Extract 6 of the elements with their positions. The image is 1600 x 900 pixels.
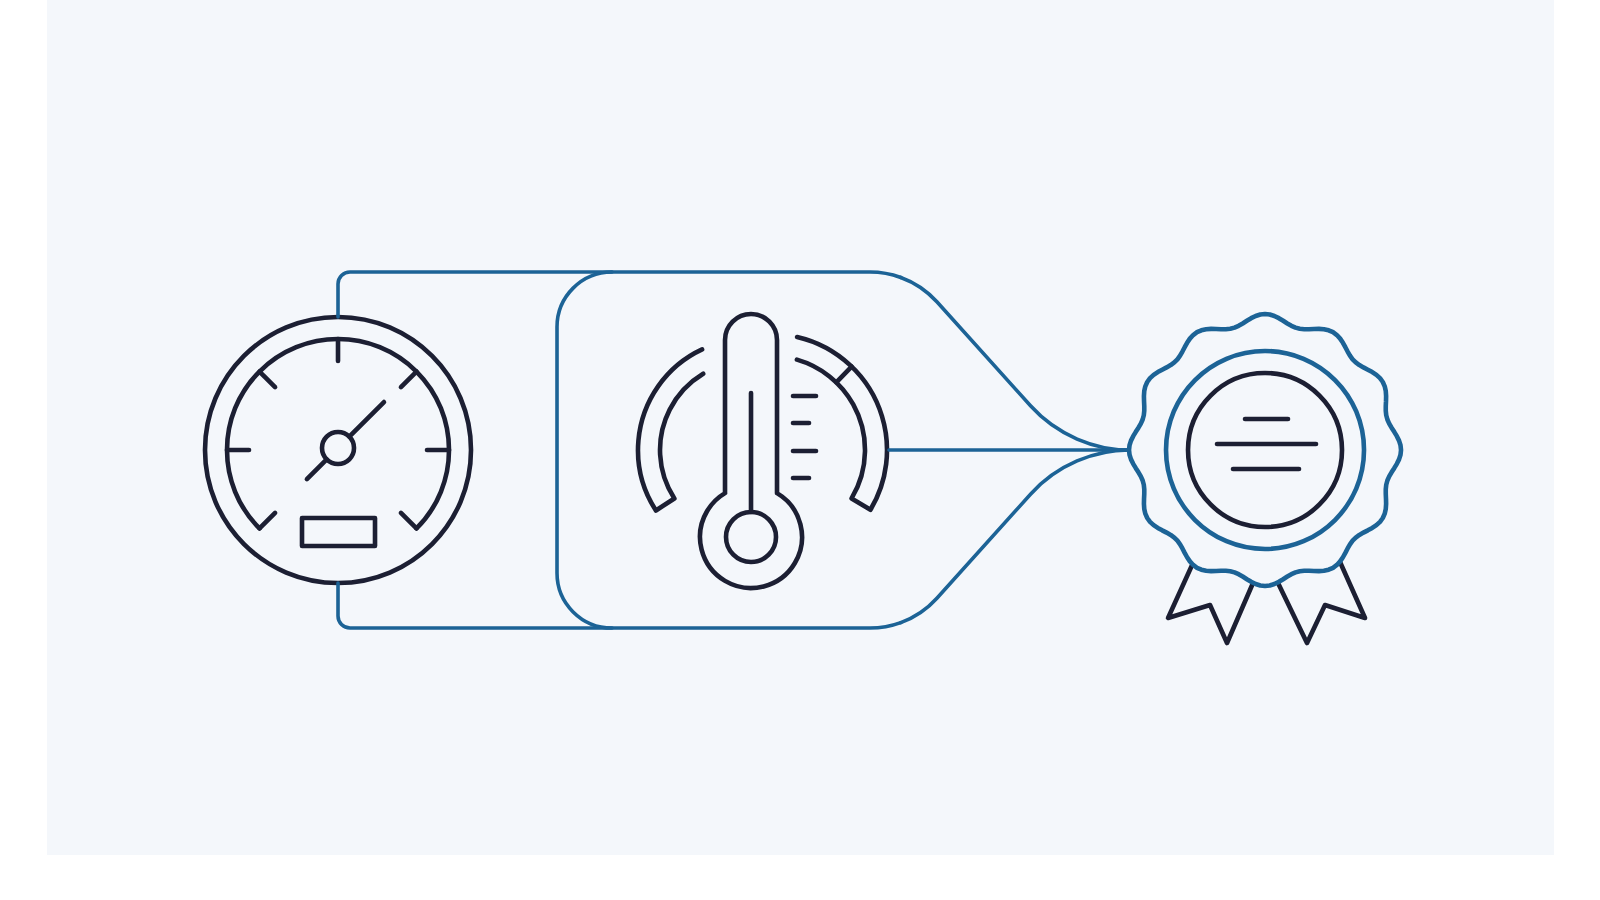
rounded-panel bbox=[555, 270, 903, 630]
connector-line bbox=[336, 270, 614, 319]
award-badge-icon bbox=[1126, 311, 1404, 646]
thermometer-icon bbox=[635, 311, 890, 591]
gauge-icon bbox=[202, 314, 474, 586]
connector-line bbox=[336, 581, 614, 630]
